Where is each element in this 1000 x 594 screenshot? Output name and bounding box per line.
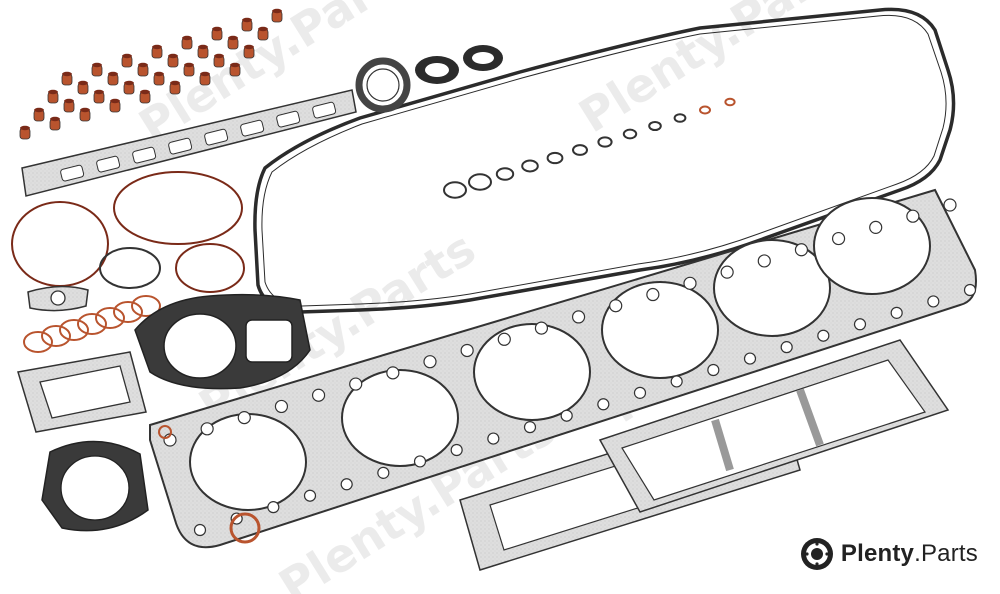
- sealing-washer: [521, 159, 539, 173]
- head-hole: [646, 287, 660, 302]
- turbo-gasket: [134, 293, 311, 390]
- small-o-ring: [59, 319, 89, 341]
- o-rings-small-row: [23, 295, 161, 353]
- intake-manifold-gasket: [21, 89, 357, 197]
- manifold-port: [96, 155, 121, 173]
- head-hole: [906, 209, 920, 223]
- head-hole: [303, 489, 317, 502]
- sealing-washer: [546, 151, 564, 165]
- exhaust-flange-gasket: [17, 351, 147, 433]
- head-hole: [497, 332, 511, 346]
- sealing-washer: [468, 173, 492, 191]
- small-o-ring: [95, 307, 125, 329]
- valve-stem-seals: [19, 8, 283, 140]
- head-seal-ring: [229, 512, 261, 544]
- head-hole: [386, 366, 400, 380]
- head-hole: [487, 432, 500, 445]
- sealing-washer: [673, 113, 687, 123]
- manifold-port: [276, 110, 301, 128]
- head-hole: [707, 363, 720, 377]
- sealing-washer: [622, 128, 638, 140]
- head-hole: [831, 231, 846, 246]
- sealing-washer: [648, 120, 662, 132]
- cylinder-bore: [601, 281, 719, 379]
- brake-disc-icon: [800, 538, 833, 570]
- manifold-port: [312, 101, 337, 119]
- head-hole: [274, 399, 289, 414]
- head-hole: [311, 388, 326, 402]
- small-o-ring: [131, 295, 161, 317]
- head-hole: [450, 443, 463, 457]
- head-hole: [597, 398, 610, 411]
- crank-seals: [355, 45, 503, 113]
- brand-logo: Plenty.Parts: [799, 536, 978, 572]
- head-hole: [460, 343, 474, 358]
- water-pump-gasket: [41, 440, 149, 532]
- cylinder-bore: [813, 197, 931, 295]
- head-hole: [523, 421, 537, 434]
- manifold-port: [132, 146, 157, 164]
- manifold-port: [204, 128, 229, 146]
- head-hole: [743, 352, 757, 365]
- sealing-washer: [572, 144, 588, 156]
- head-hole: [423, 355, 437, 369]
- head-hole: [853, 318, 867, 331]
- sealing-washer: [597, 136, 613, 148]
- head-hole: [200, 422, 214, 436]
- head-hole: [349, 377, 363, 391]
- o-rings-large: [11, 171, 245, 293]
- head-hole: [560, 409, 573, 422]
- head-hole: [720, 265, 734, 279]
- head-hole: [794, 243, 809, 257]
- head-hole: [571, 310, 586, 324]
- head-hole: [927, 295, 940, 308]
- small-o-ring: [113, 301, 143, 323]
- small-o-ring: [41, 325, 71, 347]
- manifold-port: [60, 164, 85, 182]
- head-hole: [413, 455, 427, 468]
- head-hole: [237, 411, 251, 425]
- head-hole: [670, 375, 683, 388]
- head-hole: [609, 299, 623, 313]
- head-hole: [534, 321, 549, 335]
- head-seal-ring: [158, 425, 172, 439]
- manifold-port: [168, 137, 193, 155]
- head-hole: [780, 341, 793, 354]
- head-hole: [817, 329, 830, 342]
- head-hole: [377, 466, 390, 479]
- sealing-washer: [699, 105, 711, 115]
- small-o-ring: [77, 313, 107, 335]
- head-hole: [890, 306, 903, 319]
- cylinder-bore: [341, 369, 459, 467]
- manifold-port: [240, 119, 265, 137]
- head-hole: [340, 478, 353, 491]
- small-o-ring: [23, 331, 53, 353]
- head-hole: [633, 386, 647, 399]
- head-hole: [943, 198, 957, 212]
- head-hole: [193, 523, 207, 537]
- cylinder-bore: [713, 239, 831, 337]
- brand-name: Plenty.Parts: [840, 540, 978, 567]
- sealing-washer: [443, 181, 467, 199]
- head-hole: [267, 501, 280, 514]
- cylinder-bore: [473, 323, 591, 421]
- head-hole: [869, 220, 883, 234]
- head-hole: [963, 283, 977, 297]
- sealing-washers: [443, 97, 736, 199]
- head-hole: [683, 276, 697, 290]
- rocker-cover-gasket-rear: [598, 339, 950, 513]
- sealing-washer: [724, 97, 736, 107]
- head-hole: [757, 254, 771, 268]
- small-flange-gasket: [27, 285, 89, 312]
- sealing-washer: [495, 167, 515, 181]
- cylinder-head-gasket: [149, 188, 977, 549]
